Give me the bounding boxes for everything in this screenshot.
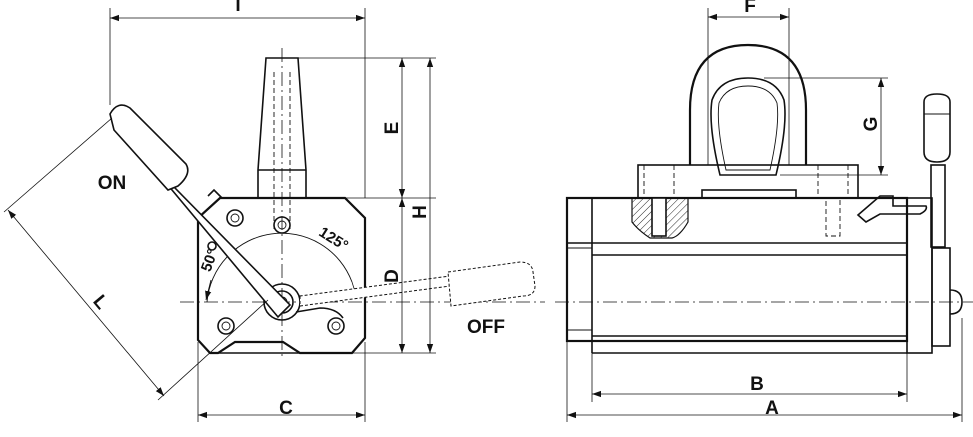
side-swing-arc [206, 232, 353, 303]
front-end-cap [906, 197, 933, 354]
label-on: ON [98, 173, 127, 194]
screw-right [327, 317, 345, 335]
label-angle-50: 50° [198, 247, 222, 274]
label-angle-125: 125° [316, 224, 351, 255]
screw-top [273, 216, 291, 234]
side-view: I C E H D L ON OFF 50° 125° [3, 0, 545, 422]
label-dim-A: A [765, 398, 779, 419]
handle-off-ghost [299, 261, 536, 307]
handle-on [109, 104, 292, 319]
front-lever-bracket [856, 195, 928, 223]
label-dim-I: I [235, 0, 240, 16]
front-lifting-eye [688, 43, 808, 165]
label-dim-E: E [382, 122, 403, 135]
screw-top-left [226, 209, 244, 227]
label-dim-D: D [382, 269, 403, 283]
label-dim-B: B [750, 374, 764, 395]
label-off: OFF [467, 317, 505, 338]
dim-L-line [7, 209, 165, 397]
front-view: F G B A [555, 0, 973, 422]
front-handle [923, 93, 951, 248]
side-body [196, 196, 367, 355]
front-lifting-eye-hole [710, 77, 786, 176]
front-body [565, 196, 909, 343]
label-dim-F: F [744, 0, 756, 17]
label-dim-H: H [410, 205, 431, 219]
screw-left [217, 317, 235, 335]
label-dim-C: C [279, 398, 293, 419]
label-dim-G: G [861, 117, 882, 132]
